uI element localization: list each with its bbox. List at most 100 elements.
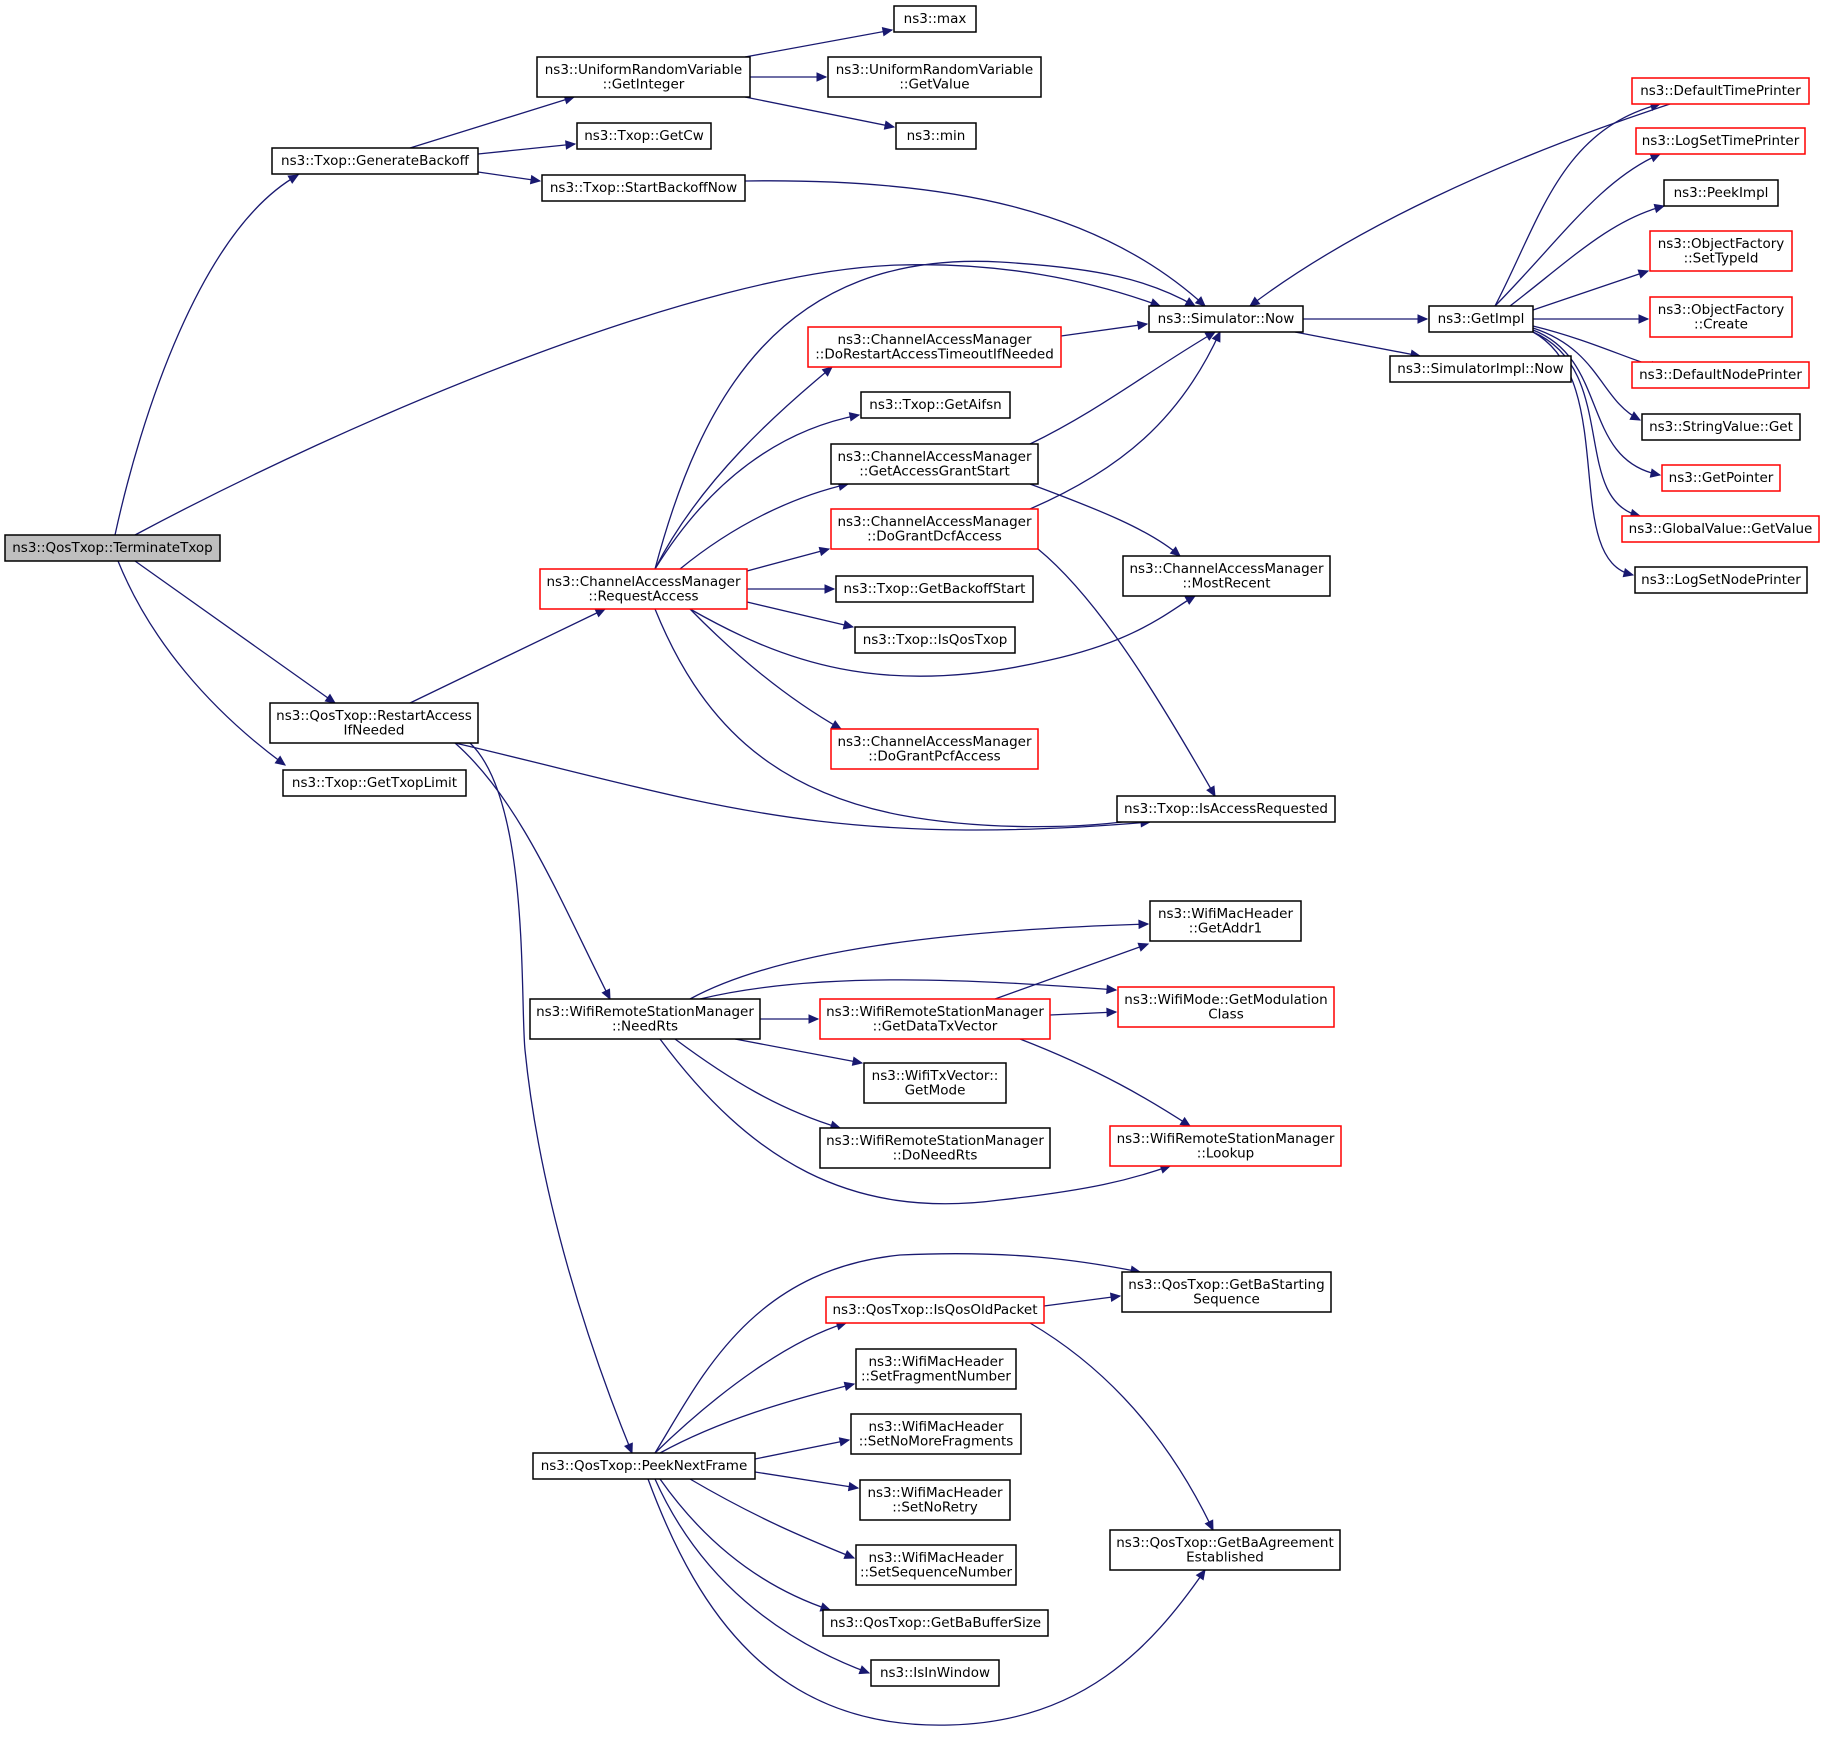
arrowhead-getimpl-to-logsettimeprinter [1649,153,1662,163]
node-lookup[interactable]: ns3::WifiRemoteStationManager::Lookup [1109,1125,1342,1167]
edge-requestaccess-to-dograntdcf [746,548,830,572]
arrowhead-requestaccess-to-getaifsn [848,412,861,422]
node-mostrecent[interactable]: ns3::ChannelAccessManager::MostRecent [1122,555,1331,597]
edge-dograntdcf-to-isaccessrequested [1037,548,1216,797]
node-urv_getvalue[interactable]: ns3::UniformRandomVariable::GetValue [827,56,1042,98]
node-label: ::RequestAccess [588,588,698,604]
arrowhead-getimpl-to-peekimpl [1653,203,1666,214]
node-peekimpl[interactable]: ns3::PeekImpl [1663,179,1779,207]
arrowhead-getdatatxvector-to-getaddr1 [1137,942,1150,952]
node-label: ns3::WifiMacHeader [867,1485,1003,1501]
node-label: ns3::GlobalValue::GetValue [1629,521,1813,537]
node-label: ns3::WifiMacHeader [868,1354,1004,1370]
node-label: ns3::Txop::IsQosTxop [863,632,1008,648]
node-dorestart[interactable]: ns3::ChannelAccessManager::DoRestartAcce… [807,326,1062,368]
node-globalvalue[interactable]: ns3::GlobalValue::GetValue [1621,515,1820,543]
node-genbackoff[interactable]: ns3::Txop::GenerateBackoff [271,147,479,175]
node-box [863,1062,1007,1104]
node-simimplnow[interactable]: ns3::SimulatorImpl::Now [1389,355,1572,383]
edge-needrts-to-lookup [659,1038,1171,1205]
node-needrts[interactable]: ns3::WifiRemoteStationManager::NeedRts [529,998,761,1040]
node-box [532,1452,756,1480]
edge-isqosoldpacket-to-getbastartseq [1043,1295,1121,1307]
node-label: ::SetNoRetry [892,1499,978,1515]
edge-genbackoff-to-getcw [477,143,576,155]
arrowhead-genbackoff-to-startbackoff [529,174,542,185]
node-label: ns3::ObjectFactory [1658,302,1785,318]
arrowhead-getaccessgrant-to-mostrecent [1169,546,1181,557]
node-gettxoplimit[interactable]: ns3::Txop::GetTxopLimit [282,769,467,797]
node-txvectorgetmode[interactable]: ns3::WifiTxVector::GetMode [863,1062,1007,1104]
arrowhead-isqosoldpacket-to-getbastartseq [1109,1292,1122,1302]
edge-requestaccess-to-simnow [654,260,1196,570]
node-getbabuffersize[interactable]: ns3::QosTxop::GetBaBufferSize [822,1609,1049,1637]
arrowhead-dorestart-to-simnow [1136,320,1149,331]
node-getaddr1[interactable]: ns3::WifiMacHeader::GetAddr1 [1149,900,1302,942]
node-label: ns3::IsInWindow [880,1665,990,1681]
arrowhead-requestaccess-to-mostrecent [1184,595,1197,605]
edge-restartaccess-to-peeknextframe [469,742,633,1454]
node-dograntpcf[interactable]: ns3::ChannelAccessManager::DoGrantPcfAcc… [830,728,1039,770]
node-dograntdcf[interactable]: ns3::ChannelAccessManager::DoGrantDcfAcc… [830,508,1039,550]
node-getaifsn[interactable]: ns3::Txop::GetAifsn [860,391,1011,419]
node-label: ns3::QosTxop::GetBaStarting [1128,1277,1324,1293]
node-defaultnodeprinter[interactable]: ns3::DefaultNodePrinter [1631,361,1810,389]
node-label: ns3::GetPointer [1669,470,1774,486]
node-urv_getinteger[interactable]: ns3::UniformRandomVariable::GetInteger [536,56,751,98]
node-stringvalueget[interactable]: ns3::StringValue::Get [1641,413,1801,441]
node-getaccessgrant[interactable]: ns3::ChannelAccessManager::GetAccessGran… [830,443,1039,485]
node-setnoretry[interactable]: ns3::WifiMacHeader::SetNoRetry [859,1479,1011,1521]
edge-getimpl-to-stringvalueget [1532,327,1641,421]
node-logsettimeprinter[interactable]: ns3::LogSetTimePrinter [1635,127,1806,155]
arrowhead-genbackoff-to-getcw [565,140,577,150]
node-box [854,626,1016,654]
node-label: ns3::LogSetTimePrinter [1642,133,1800,149]
node-isqostxop[interactable]: ns3::Txop::IsQosTxop [854,626,1016,654]
node-box [830,728,1039,770]
node-requestaccess[interactable]: ns3::ChannelAccessManager::RequestAccess [539,568,748,610]
node-of_create[interactable]: ns3::ObjectFactory::Create [1649,296,1793,338]
node-isaccessrequested[interactable]: ns3::Txop::IsAccessRequested [1116,795,1336,823]
node-doneedrts[interactable]: ns3::WifiRemoteStationManager::DoNeedRts [819,1127,1051,1169]
node-box [830,508,1039,550]
node-label: ns3::LogSetNodePrinter [1641,572,1801,588]
node-max[interactable]: ns3::max [893,5,977,33]
node-getpointer[interactable]: ns3::GetPointer [1661,464,1781,492]
node-defaulttimeprinter[interactable]: ns3::DefaultTimePrinter [1631,77,1810,105]
node-peeknextframe[interactable]: ns3::QosTxop::PeekNextFrame [532,1452,756,1480]
node-isqosoldpacket[interactable]: ns3::QosTxop::IsQosOldPacket [825,1296,1045,1324]
node-logsetnodeprinter[interactable]: ns3::LogSetNodePrinter [1634,566,1808,594]
node-box [860,391,1011,419]
node-isinwindow[interactable]: ns3::IsInWindow [870,1659,1000,1687]
edge-genbackoff-to-startbackoff [477,171,541,182]
node-getcw[interactable]: ns3::Txop::GetCw [576,122,712,150]
node-startbackoff[interactable]: ns3::Txop::StartBackoffNow [541,174,746,202]
edge-urv_getinteger-to-min [744,96,895,128]
node-getbackoffstart[interactable]: ns3::Txop::GetBackoffStart [835,575,1034,603]
arrowhead-getdatatxvector-to-getmodclass [1106,1007,1118,1018]
node-getimpl[interactable]: ns3::GetImpl [1428,305,1534,333]
arrowhead-needrts-to-txvectorgetmode [851,1056,864,1066]
node-simnow[interactable]: ns3::Simulator::Now [1148,305,1304,333]
arrowhead-getimpl-to-getpointer [1649,468,1662,478]
node-setseqnum[interactable]: ns3::WifiMacHeader::SetSequenceNumber [855,1544,1017,1586]
node-root[interactable]: ns3::QosTxop::TerminateTxop [4,534,221,562]
node-getdatatxvector[interactable]: ns3::WifiRemoteStationManager::GetDataTx… [819,998,1051,1040]
arrowhead-dograntdcf-to-isaccessrequested [1206,785,1216,798]
arrowhead-needrts-to-getdatatxvector [808,1014,820,1024]
node-label: ns3::ObjectFactory [1658,236,1785,252]
arrowhead-getimpl-to-of_settypeid [1637,269,1650,279]
node-setnomorefrags[interactable]: ns3::WifiMacHeader::SetNoMoreFragments [850,1413,1022,1455]
node-min[interactable]: ns3::min [895,122,977,150]
node-label: ::Lookup [1197,1145,1254,1161]
arrowhead-peeknextframe-to-setfragnum [843,1381,856,1391]
node-label: ::GetInteger [603,76,685,92]
node-label: ns3::ChannelAccessManager [837,514,1032,530]
node-of_settypeid[interactable]: ns3::ObjectFactory::SetTypeId [1649,230,1793,272]
node-box [807,326,1062,368]
node-setfragnum[interactable]: ns3::WifiMacHeader::SetFragmentNumber [855,1348,1017,1390]
